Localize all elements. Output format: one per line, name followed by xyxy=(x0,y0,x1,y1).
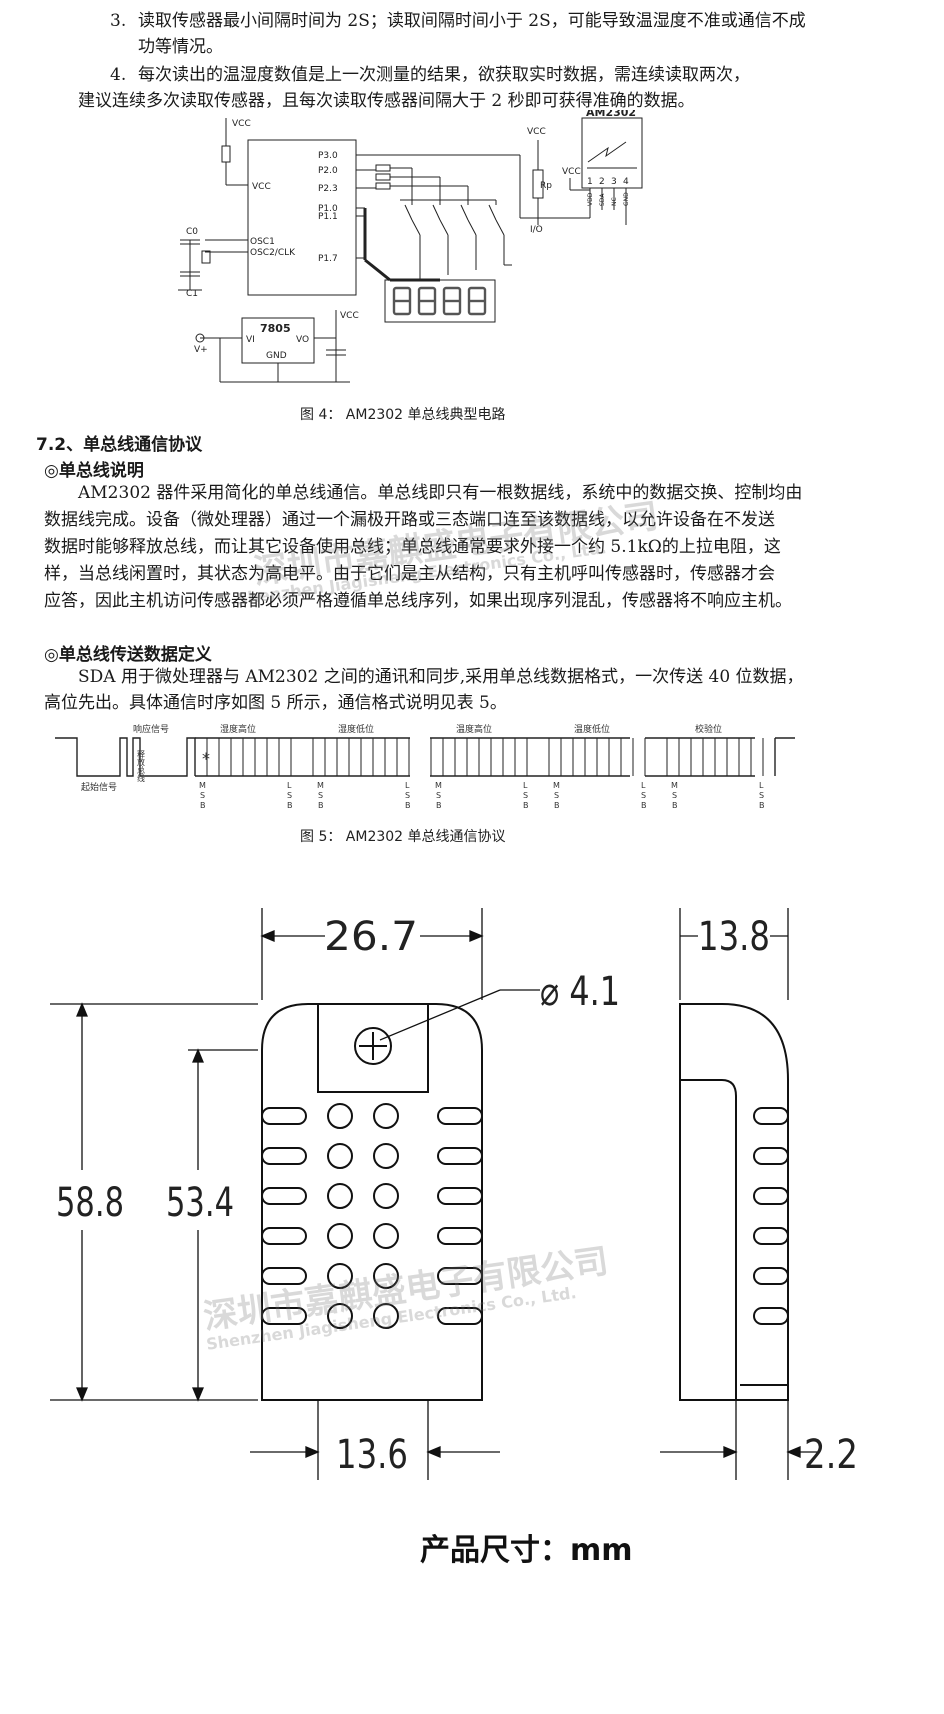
dimension-caption: 产品尺寸：mm xyxy=(420,1533,633,1568)
list-item-4-line1: 每次读出的温湿度数值是上一次测量的结果，欲获取实时数据，需连续读取两次， xyxy=(138,65,750,85)
dim-depth: 13.8 xyxy=(698,914,770,960)
msb-5-s: S xyxy=(672,791,677,800)
para1-line3: 数据时能够释放总线，而让其它设备使用总线；单总线通常要求外接一个约 5.1kΩ的… xyxy=(44,537,781,557)
dim-bottom-depth: 2.2 xyxy=(804,1432,858,1478)
subsection-data-definition: ◎单总线传送数据定义 xyxy=(44,645,212,665)
lsb-4-b: B xyxy=(641,801,647,810)
para2-line1: SDA 用于微处理器与 AM2302 之间的通讯和同步,采用单总线数据格式，一次… xyxy=(78,667,804,687)
lsb-2-l: L xyxy=(405,781,410,790)
para1-line5: 应答，因此主机访问传感器都必须严格遵循单总线序列，如果出现序列混乱，传感器将不响… xyxy=(44,591,792,611)
fig4-vcc-1: VCC xyxy=(232,119,251,129)
para2-line2: 高位先出。具体通信时序如图 5 所示，通信格式说明见表 5。 xyxy=(44,693,507,713)
subsection-single-bus: ◎单总线说明 xyxy=(44,461,144,481)
osc1-label: OSC1 xyxy=(250,237,275,247)
regulator-label: 7805 xyxy=(260,322,291,335)
lsb-3-l: L xyxy=(523,781,528,790)
osc2-label: OSC2/CLK xyxy=(250,248,296,258)
lsb-5-s: S xyxy=(759,791,764,800)
lsb-1-b: B xyxy=(287,801,293,810)
sensor-pin-nc: NC xyxy=(611,197,618,206)
sensor-pin-gnd: GND xyxy=(623,192,630,206)
lsb-1-s: S xyxy=(287,791,292,800)
msb-2-s: S xyxy=(318,791,323,800)
msb-2-b: B xyxy=(318,801,324,810)
pin-p2-3: P2.3 xyxy=(318,184,338,194)
lsb-4-s: S xyxy=(641,791,646,800)
sensor-pin-1: 1 xyxy=(587,177,593,187)
lsb-5-l: L xyxy=(759,781,764,790)
field-checksum: 校验位 xyxy=(695,723,722,735)
lsb-3-s: S xyxy=(523,791,528,800)
rp-label: Rp xyxy=(540,181,552,191)
pin-p1-0: P1.0 xyxy=(318,204,338,214)
sensor-pin-vdd: VDD xyxy=(587,192,594,206)
io-label: I/O xyxy=(530,225,543,235)
dim-hole: ⌀ 4.1 xyxy=(540,969,620,1015)
pin-p1-1: P1.1 xyxy=(318,212,338,222)
first-bit-star: * xyxy=(202,749,210,768)
fig5-caption: 图 5： AM2302 单总线通信协议 xyxy=(300,829,506,845)
para1-line2: 数据线完成。设备（微处理器）通过一个漏极开路或三态端口连至该数据线，以允许设备在… xyxy=(44,510,775,530)
msb-4-s: S xyxy=(554,791,559,800)
field-temperature-high: 温度高位 xyxy=(456,723,492,735)
msb-3-m: M xyxy=(435,781,442,790)
dim-width: 26.7 xyxy=(324,914,418,960)
c0-label: C0 xyxy=(186,227,198,237)
msb-3-s: S xyxy=(436,791,441,800)
fig4-vcc-reg: VCC xyxy=(340,311,359,321)
lsb-1-l: L xyxy=(287,781,292,790)
list-item-3-num: 3. xyxy=(110,11,127,31)
fig4-vcc-mcu: VCC xyxy=(252,182,271,192)
pin-p2-0: P2.0 xyxy=(318,166,338,176)
msb-1-b: B xyxy=(200,801,206,810)
msb-4-m: M xyxy=(553,781,560,790)
lsb-4-l: L xyxy=(641,781,646,790)
list-item-3-line2: 功等情况。 xyxy=(138,37,223,57)
fig4-vcc-sensor: VCC xyxy=(562,167,581,177)
pin-p1-7: P1.7 xyxy=(318,254,338,264)
msb-5-m: M xyxy=(671,781,678,790)
sensor-label: AM2302 xyxy=(586,110,636,119)
para1-line1: AM2302 器件采用简化的单总线通信。单总线即只有一根数据线，系统中的数据交换… xyxy=(78,483,803,503)
gnd-label: GND xyxy=(266,351,287,361)
msb-1-m: M xyxy=(199,781,206,790)
msb-4-b: B xyxy=(554,801,560,810)
release-bus-label: 释放总线 xyxy=(137,750,146,782)
sensor-pin-4: 4 xyxy=(623,177,629,187)
response-signal-label: 响应信号 xyxy=(133,723,169,735)
list-item-4-num: 4. xyxy=(110,65,127,85)
lsb-2-s: S xyxy=(405,791,410,800)
dimension-drawing: 26.7 13.8 ⌀ 4.1 58.8 53.4 13.6 2.2 产品尺寸：… xyxy=(50,908,858,1568)
lsb-5-b: B xyxy=(759,801,765,810)
sensor-pin-sda: SDA xyxy=(599,193,606,206)
field-temperature-low: 温度低位 xyxy=(574,723,610,735)
section-title: 7.2、单总线通信协议 xyxy=(36,435,203,455)
dim-bottom-width: 13.6 xyxy=(336,1432,408,1478)
sensor-pin-3: 3 xyxy=(611,177,617,187)
lsb-3-b: B xyxy=(523,801,529,810)
para1-line4: 样，当总线闲置时，其状态为高电平。由于它们是主从结构，只有主机呼叫传感器时，传感… xyxy=(44,564,775,584)
start-signal-label: 起始信号 xyxy=(81,781,117,793)
msb-2-m: M xyxy=(317,781,324,790)
msb-3-b: B xyxy=(436,801,442,810)
vi-label: VI xyxy=(246,335,255,345)
list-item-3-line1: 读取传感器最小间隔时间为 2S；读取间隔时间小于 2S，可能导致温湿度不准或通信… xyxy=(138,11,806,31)
field-humidity-low: 湿度低位 xyxy=(338,723,374,735)
list-item-4-line2: 建议连续多次读取传感器，且每次读取传感器间隔大于 2 秒即可获得准确的数据。 xyxy=(78,91,695,111)
lsb-2-b: B xyxy=(405,801,411,810)
field-humidity-high: 湿度高位 xyxy=(220,723,256,735)
vplus-label: V+ xyxy=(194,345,208,355)
timing-diagram: 起始信号 响应信号 释放总线 * 湿度高位 湿度低位 温度高位 温度低位 校验位… xyxy=(55,723,795,810)
dim-height-body: 53.4 xyxy=(166,1180,234,1226)
c1-label: C1 xyxy=(186,289,198,299)
msb-5-b: B xyxy=(672,801,678,810)
dim-height-total: 58.8 xyxy=(56,1180,124,1226)
fig4-vcc-rp: VCC xyxy=(527,127,546,137)
typical-circuit-diagram: VCC VCC P3.0 P2.0 P2.3 P1.0 P1.1 P1.7 OS… xyxy=(178,110,643,383)
pin-p3-0: P3.0 xyxy=(318,151,338,161)
fig4-caption: 图 4： AM2302 单总线典型电路 xyxy=(300,407,506,423)
vo-label: VO xyxy=(296,335,309,345)
sensor-pin-2: 2 xyxy=(599,177,605,187)
msb-1-s: S xyxy=(200,791,205,800)
